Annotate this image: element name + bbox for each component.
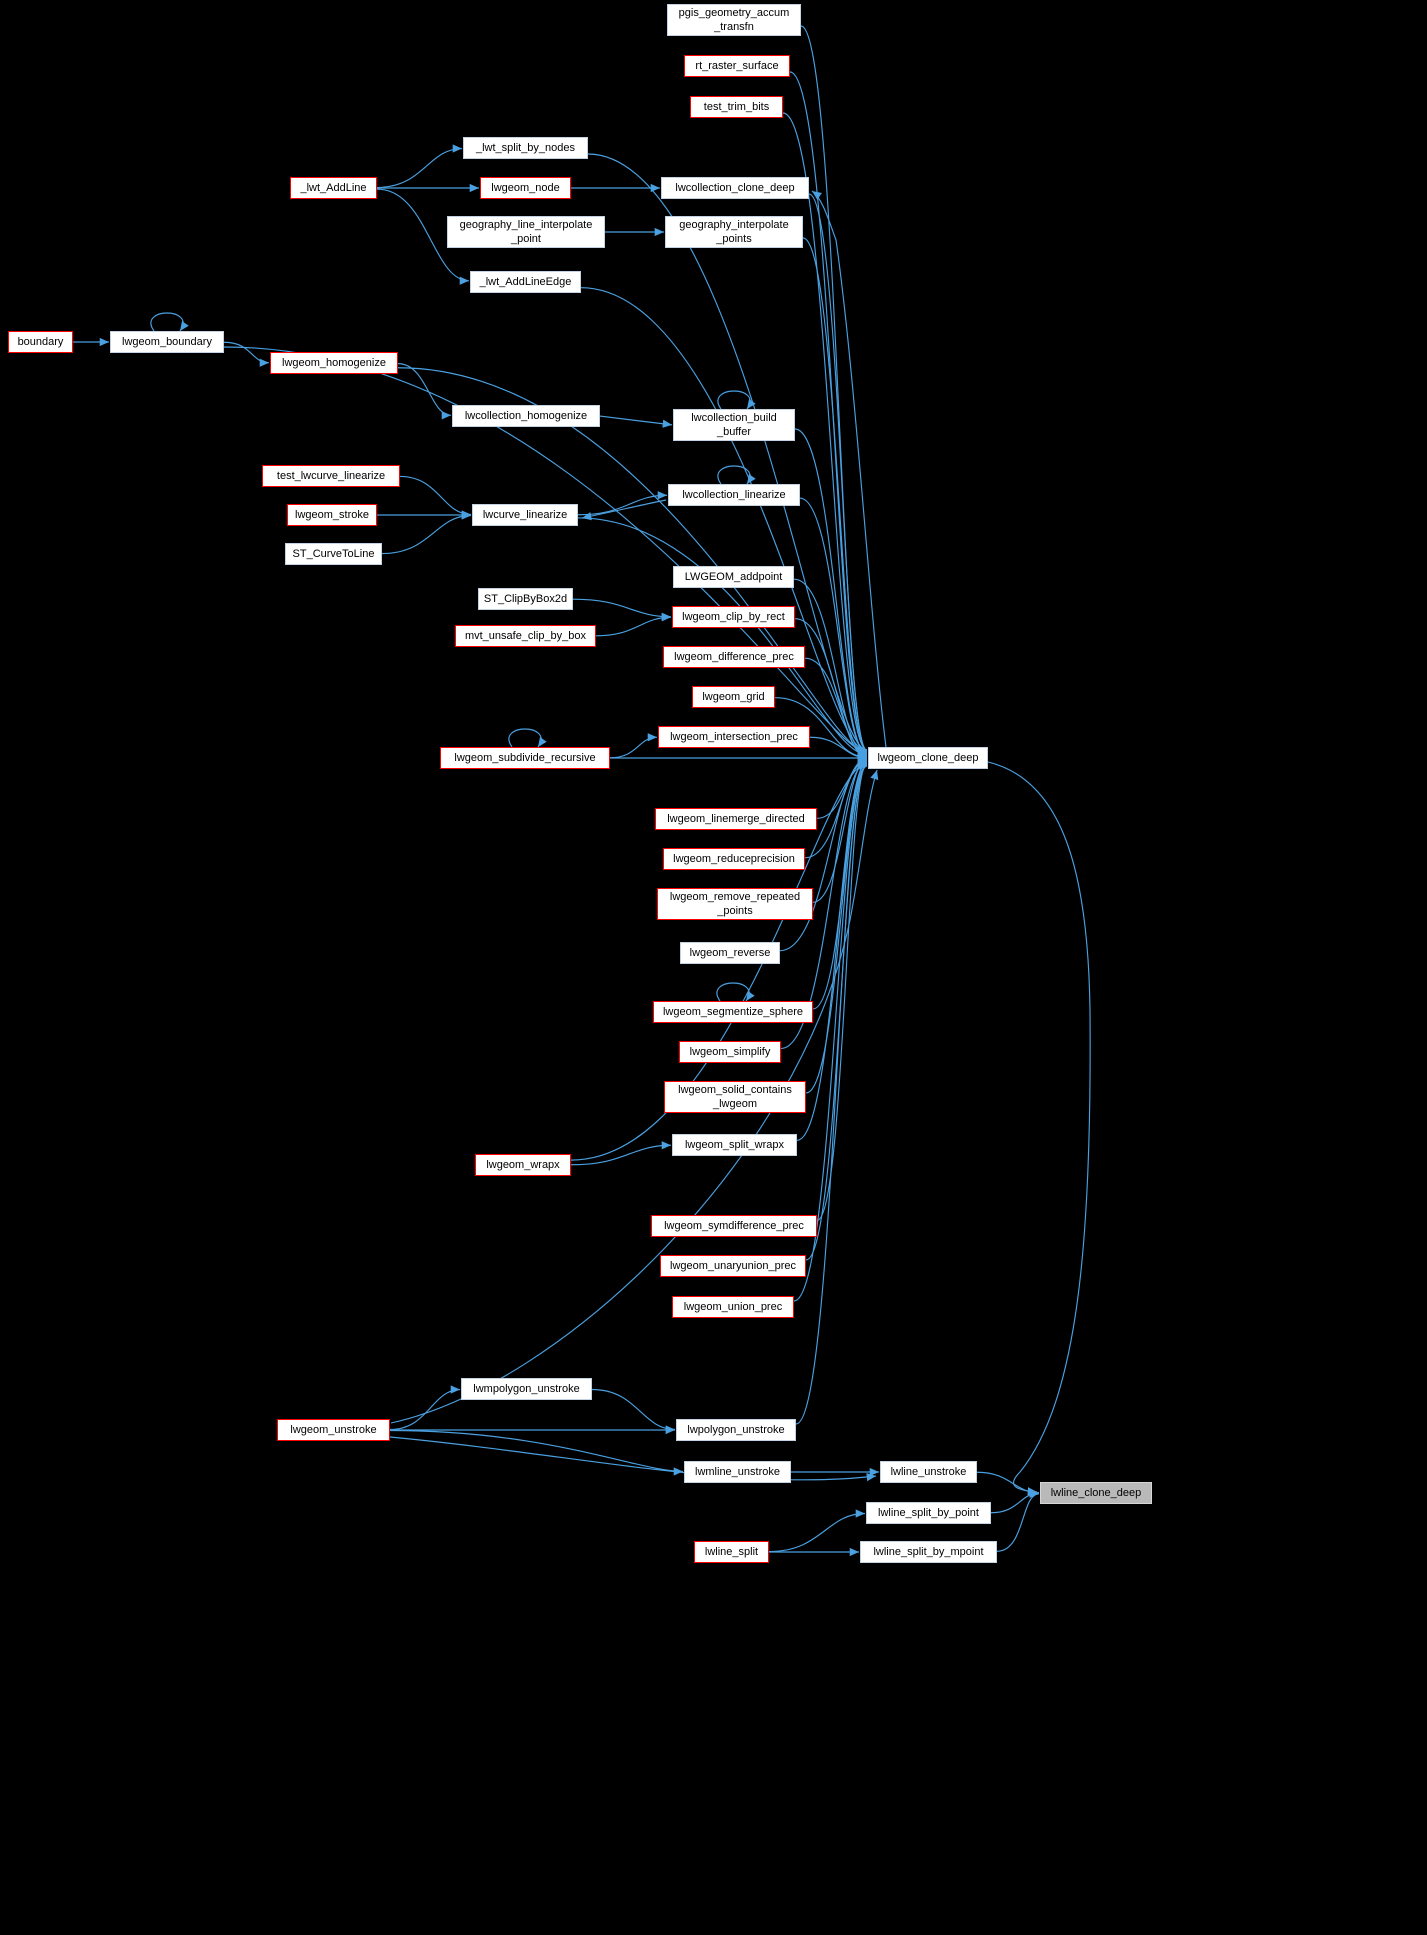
call-edge-lwgeom_homogenize--lwcollection_homogenize	[397, 363, 452, 420]
graph-node-lwline_split[interactable]: lwline_split	[694, 1541, 769, 1563]
graph-node-rt_raster_surface[interactable]: rt_raster_surface	[684, 55, 790, 77]
call-edge-lwcollection_clone_deep--lwgeom_clone_deep	[808, 193, 868, 755]
graph-node-lwgeom_segmentize_sphere[interactable]: lwgeom_segmentize_sphere	[653, 1001, 813, 1023]
call-edge-lwgeom_solid_contains_lwgeom--lwgeom_clone_deep	[805, 758, 868, 1094]
graph-node-lwgeom_symdifference_prec[interactable]: lwgeom_symdifference_prec	[651, 1215, 817, 1237]
call-edge-lwcurve_linearize--lwgeom_clone_deep	[577, 517, 868, 759]
call-edge-lwgeom_boundary--lwgeom_homogenize	[223, 341, 270, 367]
call-edge-lwgeom_symdifference_prec--lwgeom_clone_deep	[816, 760, 868, 1221]
call-edge-lwcurve_linearize--lwcollection_linearize	[577, 491, 668, 516]
graph-node-lwcurve_linearize[interactable]: lwcurve_linearize	[472, 504, 578, 526]
call-edge-lwcollection_build_buffer--lwgeom_clone_deep	[794, 428, 868, 758]
graph-node-lwgeom_remove_repeated_points[interactable]: lwgeom_remove_repeated _points	[657, 888, 813, 920]
call-edge-lwcollection_linearize--lwcurve_linearize	[581, 499, 667, 521]
call-edge-_lwt_AddLine--_lwt_AddLineEdge	[376, 188, 470, 285]
call-edge-geography_interpolate_points--lwgeom_clone_deep	[802, 237, 868, 756]
call-edge-lwpolygon_unstroke--lwgeom_clone_deep	[795, 762, 868, 1425]
graph-node-lwmline_unstroke[interactable]: lwmline_unstroke	[684, 1461, 791, 1483]
call-edge-lwgeom_unstroke--lwmpolygon_unstroke	[389, 1385, 461, 1431]
graph-node-lwgeom_linemerge_directed[interactable]: lwgeom_linemerge_directed	[655, 808, 817, 830]
call-edge-lwgeom_reverse--lwgeom_clone_deep	[779, 756, 868, 952]
call-edge-lwgeom_difference_prec--lwgeom_clone_deep	[804, 657, 868, 761]
graph-node-LWGEOM_addpoint[interactable]: LWGEOM_addpoint	[673, 566, 794, 588]
call-edge-lwgeom_wrapx--lwgeom_split_wrapx	[570, 1141, 672, 1166]
graph-node-lwgeom_simplify[interactable]: lwgeom_simplify	[679, 1041, 781, 1063]
graph-node-lwcollection_linearize[interactable]: lwcollection_linearize	[668, 484, 800, 506]
graph-node-_lwt_split_by_nodes[interactable]: _lwt_split_by_nodes	[463, 137, 588, 159]
call-edge-mvt_unsafe_clip_by_box--lwgeom_clip_by_rect	[595, 613, 672, 637]
call-edge-ST_CurveToLine--lwcurve_linearize	[381, 511, 472, 555]
call-edge-lwcollection_linearize--lwgeom_clone_deep	[799, 497, 868, 759]
graph-node-lwcollection_homogenize[interactable]: lwcollection_homogenize	[452, 405, 600, 427]
call-edge-lwgeom_segmentize_sphere--lwgeom_segmentize_sphere	[716, 982, 755, 1002]
call-edge-lwgeom_split_wrapx--lwgeom_clone_deep	[796, 759, 868, 1141]
graph-node-ST_ClipByBox2d[interactable]: ST_ClipByBox2d	[478, 588, 573, 610]
call-edge-test_lwcurve_linearize--lwcurve_linearize	[399, 475, 472, 519]
call-edge-lwgeom_grid--lwgeom_clone_deep	[774, 697, 868, 762]
call-edge-lwgeom_clone_deep--lwline_clone_deep	[987, 761, 1091, 1496]
graph-node-ST_CurveToLine[interactable]: ST_CurveToLine	[285, 543, 382, 565]
call-edge-lwcollection_homogenize--lwcollection_build_buffer	[599, 415, 673, 428]
graph-node-lwline_split_by_point[interactable]: lwline_split_by_point	[866, 1502, 991, 1524]
graph-node-_lwt_AddLineEdge[interactable]: _lwt_AddLineEdge	[470, 271, 581, 293]
graph-node-lwgeom_subdivide_recursive[interactable]: lwgeom_subdivide_recursive	[440, 747, 610, 769]
graph-node-lwgeom_boundary[interactable]: lwgeom_boundary	[110, 331, 224, 353]
graph-node-pgis_geometry_accum_transfn[interactable]: pgis_geometry_accum _transfn	[667, 4, 801, 36]
graph-node-lwgeom_homogenize[interactable]: lwgeom_homogenize	[270, 352, 398, 374]
call-edge-lwgeom_subdivide_recursive--lwgeom_intersection_prec	[609, 733, 658, 759]
graph-node-lwgeom_reverse[interactable]: lwgeom_reverse	[680, 942, 780, 964]
graph-node-lwgeom_stroke[interactable]: lwgeom_stroke	[287, 504, 377, 526]
graph-node-geography_line_interpolate_point[interactable]: geography_line_interpolate _point	[447, 216, 605, 248]
graph-node-lwgeom_union_prec[interactable]: lwgeom_union_prec	[672, 1296, 794, 1318]
graph-node-lwgeom_reduceprecision[interactable]: lwgeom_reduceprecision	[663, 848, 805, 870]
graph-node-lwgeom_node[interactable]: lwgeom_node	[480, 177, 571, 199]
call-edge-lwgeom_union_prec--lwgeom_clone_deep	[793, 761, 868, 1302]
graph-node-lwcollection_clone_deep[interactable]: lwcollection_clone_deep	[661, 177, 809, 199]
graph-node-lwgeom_intersection_prec[interactable]: lwgeom_intersection_prec	[658, 726, 810, 748]
call-edge-lwgeom_boundary--lwgeom_boundary	[150, 312, 189, 332]
graph-node-lwpolygon_unstroke[interactable]: lwpolygon_unstroke	[676, 1419, 796, 1441]
call-edge-lwcollection_build_buffer--lwcollection_build_buffer	[717, 390, 756, 410]
call-edge-LWGEOM_addpoint--lwgeom_clone_deep	[793, 578, 868, 760]
call-edge-lwgeom_homogenize--lwgeom_clone_deep	[397, 367, 868, 757]
call-edge-lwgeom_clone_deep--lwcollection_clone_deep	[811, 190, 887, 748]
call-edge-lwline_split_by_mpoint--lwline_clone_deep	[996, 1489, 1040, 1552]
graph-node-lwgeom_difference_prec[interactable]: lwgeom_difference_prec	[663, 646, 805, 668]
call-edge-lwgeom_subdivide_recursive--lwgeom_subdivide_recursive	[508, 728, 547, 748]
call-edge-_lwt_AddLine--_lwt_split_by_nodes	[376, 144, 463, 189]
graph-node-lwgeom_clone_deep[interactable]: lwgeom_clone_deep	[868, 747, 988, 769]
call-edge-lwgeom_unstroke--lwmline_unstroke	[389, 1429, 684, 1476]
call-edge-lwgeom_unstroke--lwline_unstroke	[389, 1436, 877, 1482]
call-edge-test_trim_bits--lwgeom_clone_deep	[782, 112, 868, 754]
call-edge-lwcollection_linearize--lwcollection_linearize	[717, 465, 756, 485]
graph-node-lwgeom_solid_contains_lwgeom[interactable]: lwgeom_solid_contains _lwgeom	[664, 1081, 806, 1113]
graph-node-test_lwcurve_linearize[interactable]: test_lwcurve_linearize	[262, 465, 400, 487]
graph-node-geography_interpolate_points[interactable]: geography_interpolate _points	[665, 216, 803, 248]
call-edge-lwline_split_by_point--lwline_clone_deep	[990, 1489, 1040, 1514]
graph-node-lwgeom_grid[interactable]: lwgeom_grid	[692, 686, 775, 708]
graph-node-lwgeom_wrapx[interactable]: lwgeom_wrapx	[475, 1154, 571, 1176]
graph-node-lwgeom_unaryunion_prec[interactable]: lwgeom_unaryunion_prec	[660, 1255, 806, 1277]
graph-node-mvt_unsafe_clip_by_box[interactable]: mvt_unsafe_clip_by_box	[455, 625, 596, 647]
graph-node-lwmpolygon_unstroke[interactable]: lwmpolygon_unstroke	[461, 1378, 592, 1400]
graph-node-lwgeom_unstroke[interactable]: lwgeom_unstroke	[277, 1419, 390, 1441]
graph-node-lwgeom_split_wrapx[interactable]: lwgeom_split_wrapx	[672, 1134, 797, 1156]
graph-node-lwline_clone_deep[interactable]: lwline_clone_deep	[1040, 1482, 1152, 1504]
call-edge-lwmpolygon_unstroke--lwpolygon_unstroke	[591, 1388, 676, 1434]
graph-node-lwline_split_by_mpoint[interactable]: lwline_split_by_mpoint	[860, 1541, 997, 1563]
graph-node-test_trim_bits[interactable]: test_trim_bits	[690, 96, 783, 118]
call-edge-lwline_unstroke--lwline_clone_deep	[976, 1471, 1040, 1497]
graph-node-lwcollection_build_buffer[interactable]: lwcollection_build _buffer	[673, 409, 795, 441]
graph-node-lwline_unstroke[interactable]: lwline_unstroke	[880, 1461, 977, 1483]
graph-node-_lwt_AddLine[interactable]: _lwt_AddLine	[290, 177, 377, 199]
graph-node-lwgeom_clip_by_rect[interactable]: lwgeom_clip_by_rect	[672, 606, 795, 628]
call-edge-ST_ClipByBox2d--lwgeom_clip_by_rect	[572, 598, 672, 621]
call-edge-lwline_split--lwline_split_by_point	[768, 1509, 866, 1553]
call-edge-lwgeom_simplify--lwgeom_clone_deep	[780, 757, 868, 1050]
graph-node-boundary[interactable]: boundary	[8, 331, 73, 353]
